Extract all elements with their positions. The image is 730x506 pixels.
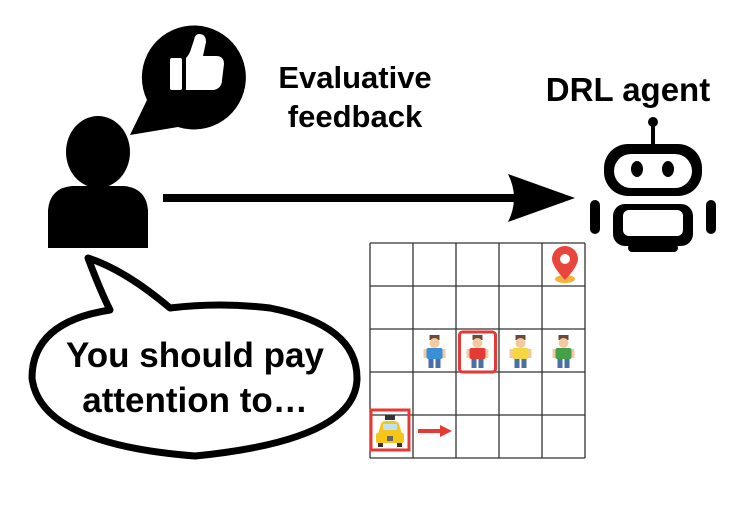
speech-bubble xyxy=(28,254,361,460)
location-pin-icon xyxy=(552,246,578,283)
person-icon xyxy=(48,116,148,248)
feedback-label-line2: feedback xyxy=(287,99,423,134)
feedback-label: Evaluative feedback xyxy=(250,58,460,136)
robot-icon xyxy=(590,117,716,252)
feedback-arrow xyxy=(163,174,575,222)
passengers-group xyxy=(423,330,575,374)
speech-text: You should pay attention to… xyxy=(40,333,350,423)
highlight-box xyxy=(458,330,497,374)
speech-line1: You should pay xyxy=(66,336,324,375)
person-figure-icon xyxy=(458,330,497,374)
red-arrow-icon xyxy=(418,425,452,437)
speech-line2: attention to… xyxy=(82,381,308,420)
person-figure-icon xyxy=(509,335,532,368)
person-figure-icon xyxy=(423,335,446,368)
agent-label: DRL agent xyxy=(545,71,711,108)
person-figure-icon xyxy=(552,335,575,368)
feedback-label-line1: Evaluative xyxy=(278,60,432,95)
thumbs-up-icon xyxy=(130,25,246,135)
taxi-icon xyxy=(369,408,411,452)
